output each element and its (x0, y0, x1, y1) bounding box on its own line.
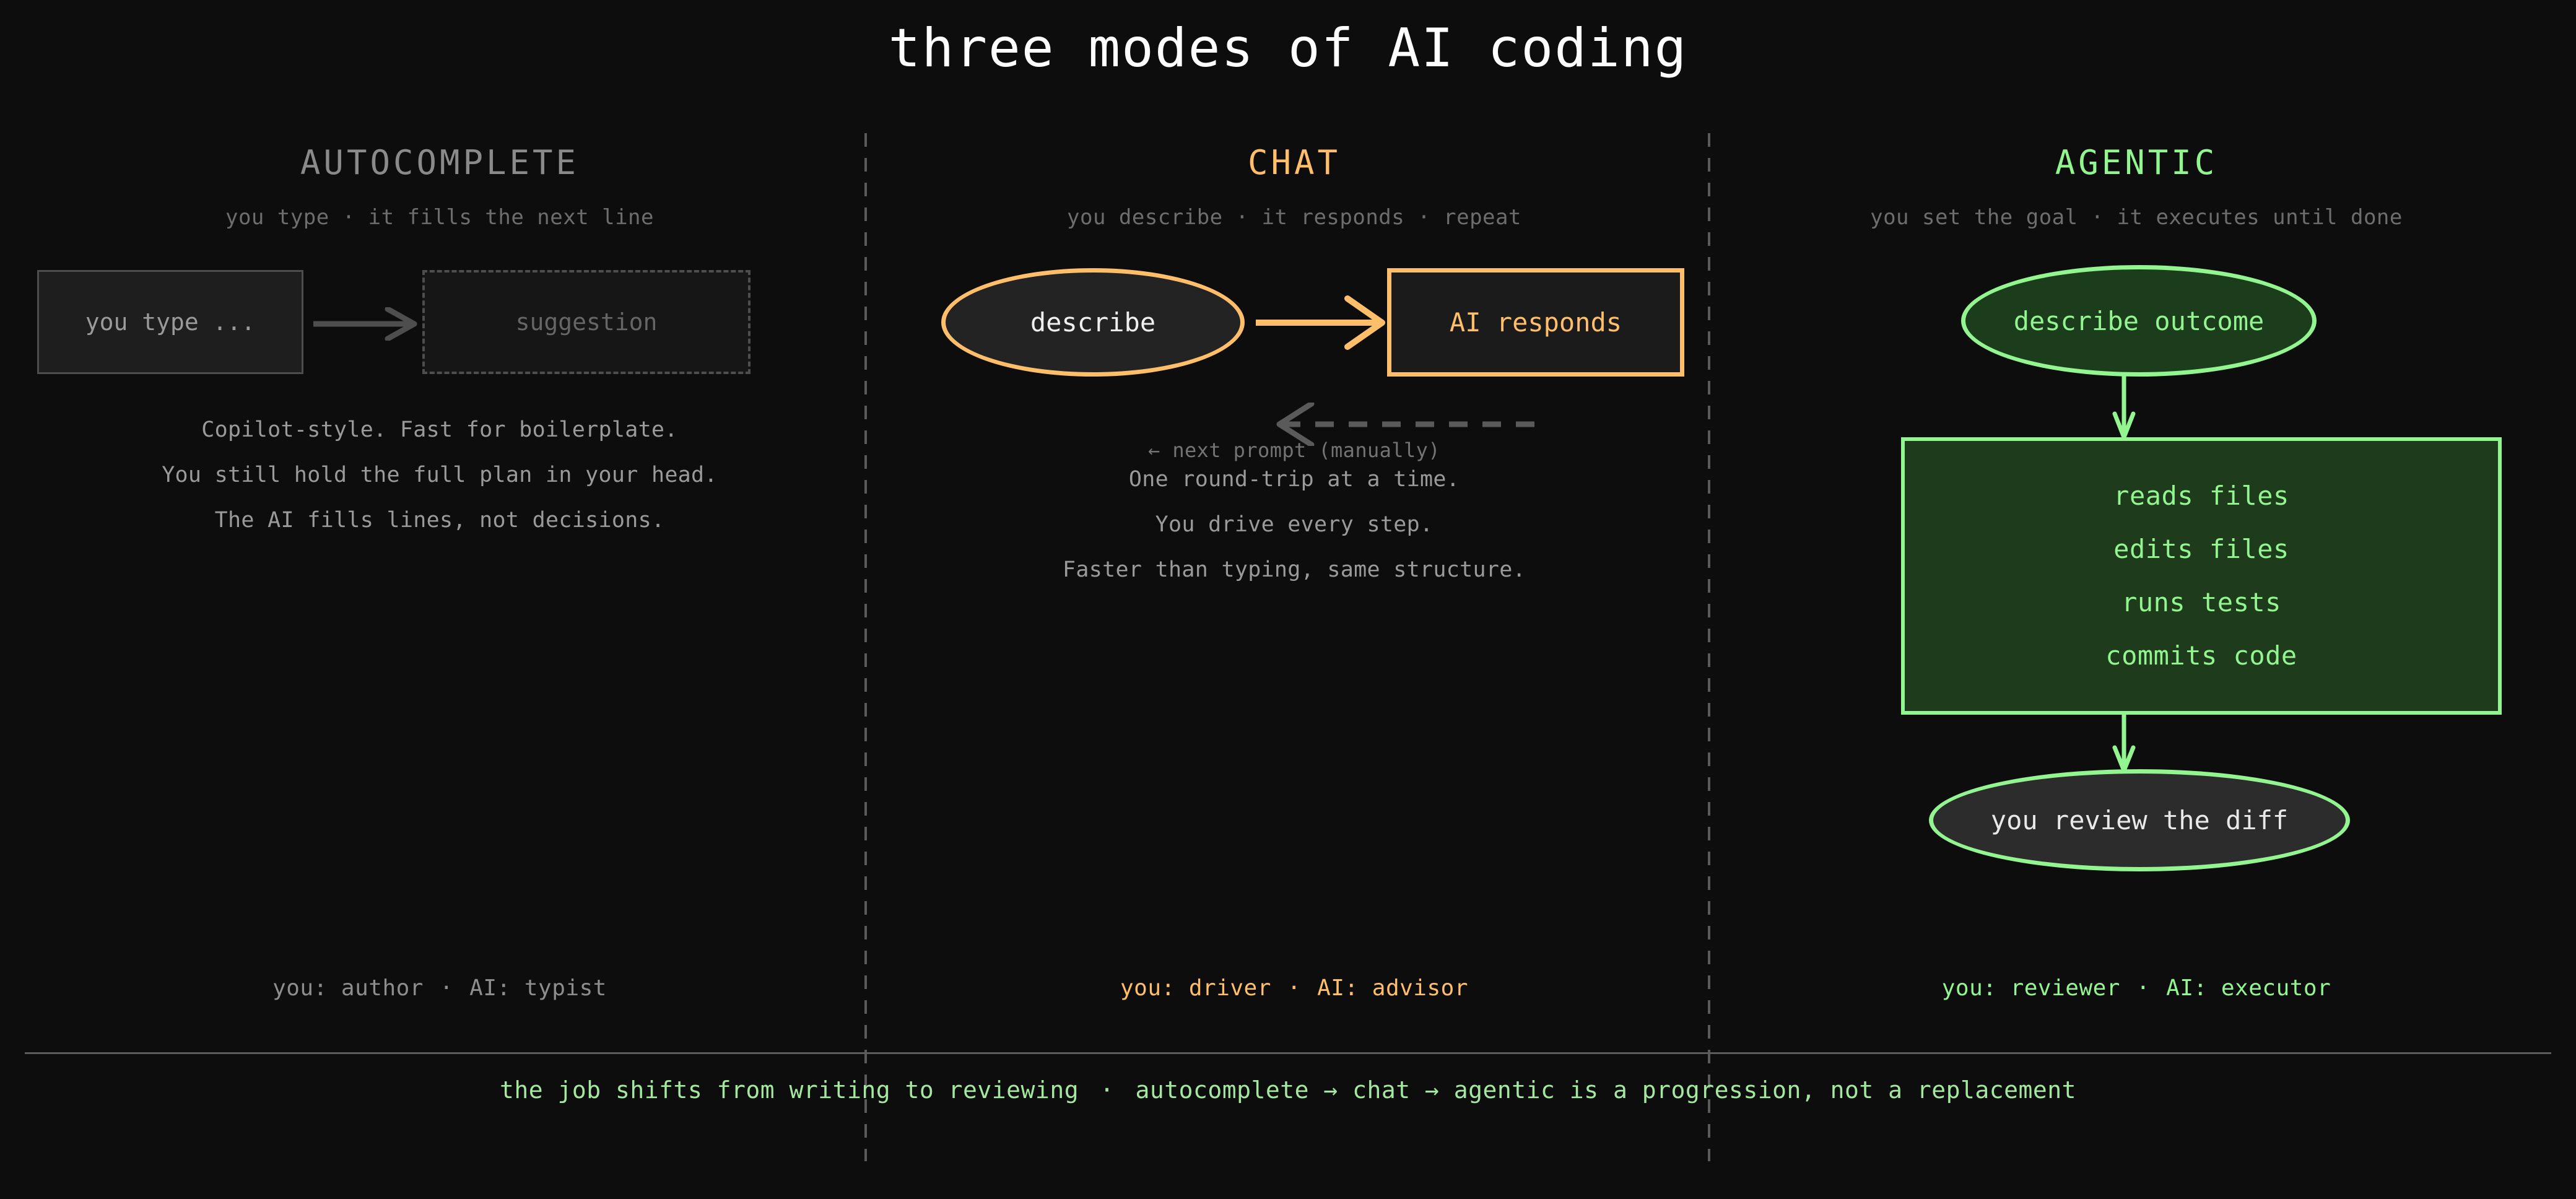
blurb-line: You drive every step. (1155, 512, 1434, 537)
label-next-prompt: ← next prompt (manually) (1148, 438, 1440, 462)
node-ai-responds: AI responds (1387, 268, 1684, 377)
column-divider-1 (864, 133, 867, 1161)
column-title-chat: CHAT (1247, 143, 1341, 182)
role-you: you: author (272, 975, 424, 1001)
arrow-left-dashed-icon (1276, 403, 1545, 446)
column-subtitle-chat: you describe · it responds · repeat (1067, 205, 1521, 230)
column-chat: CHAT you describe · it responds · repeat… (879, 142, 1709, 1001)
node-describe-outcome: describe outcome (1961, 265, 2317, 377)
diagram-agentic: describe outcome reads files edits files… (1721, 253, 2551, 871)
footer-summary: the job shifts from writing to reviewing… (0, 1076, 2576, 1104)
column-title-autocomplete: AUTOCOMPLETE (300, 143, 580, 182)
column-subtitle-agentic: you set the goal · it executes until don… (1870, 205, 2403, 230)
node-describe: describe (941, 268, 1245, 377)
role-separator: · (439, 975, 454, 1001)
role-separator: · (2136, 975, 2151, 1001)
arrow-right-icon (313, 307, 417, 341)
arrow-down-icon (2112, 713, 2136, 773)
column-agentic: AGENTIC you set the goal · it executes u… (1721, 142, 2551, 1001)
node-you-type: you type ... (37, 270, 303, 374)
role-line-autocomplete: you: author · AI: typist (25, 975, 855, 1001)
action-line: reads files (2113, 481, 2289, 511)
blurb-line: One round-trip at a time. (1128, 467, 1460, 492)
diagram-chat: describe AI responds ← next prompt (manu… (879, 253, 1709, 723)
role-ai: AI: executor (2166, 975, 2331, 1001)
node-agent-actions: reads files edits files runs tests commi… (1901, 437, 2502, 715)
role-you: you: driver (1120, 975, 1271, 1001)
node-you-review-diff: you review the diff (1929, 769, 2350, 871)
footer-right: autocomplete → chat → agentic is a progr… (1135, 1076, 2077, 1104)
blurb-chat: One round-trip at a time. You drive ever… (879, 457, 1709, 593)
blurb-line: Copilot-style. Fast for boilerplate. (201, 417, 678, 442)
blurb-line: The AI fills lines, not decisions. (214, 508, 665, 533)
role-line-chat: you: driver · AI: advisor (879, 975, 1709, 1001)
column-title-agentic: AGENTIC (2055, 143, 2218, 182)
footer-separator: · (1100, 1076, 1115, 1104)
role-ai: AI: typist (469, 975, 607, 1001)
column-subtitle-autocomplete: you type · it fills the next line (225, 205, 654, 230)
action-line: commits code (2105, 640, 2297, 671)
role-line-agentic: you: reviewer · AI: executor (1721, 975, 2551, 1001)
action-line: runs tests (2121, 587, 2281, 617)
node-suggestion: suggestion (422, 270, 751, 374)
page-title: three modes of AI coding (888, 17, 1688, 79)
blurb-line: Faster than typing, same structure. (1062, 557, 1526, 582)
role-you: you: reviewer (1941, 975, 2120, 1001)
diagram-autocomplete: you type ... suggestion Copilot-style. F… (25, 253, 855, 723)
column-divider-2 (1708, 133, 1710, 1161)
blurb-autocomplete: Copilot-style. Fast for boilerplate. You… (25, 408, 855, 543)
arrow-right-icon (1256, 295, 1385, 350)
role-separator: · (1287, 975, 1302, 1001)
footer-divider (25, 1052, 2551, 1054)
blurb-line: You still hold the full plan in your hea… (162, 463, 718, 487)
arrow-down-icon (2112, 375, 2136, 440)
action-line: edits files (2113, 534, 2289, 564)
role-ai: AI: advisor (1317, 975, 1469, 1001)
footer-left: the job shifts from writing to reviewing (499, 1076, 1079, 1104)
column-autocomplete: AUTOCOMPLETE you type · it fills the nex… (25, 142, 855, 1001)
